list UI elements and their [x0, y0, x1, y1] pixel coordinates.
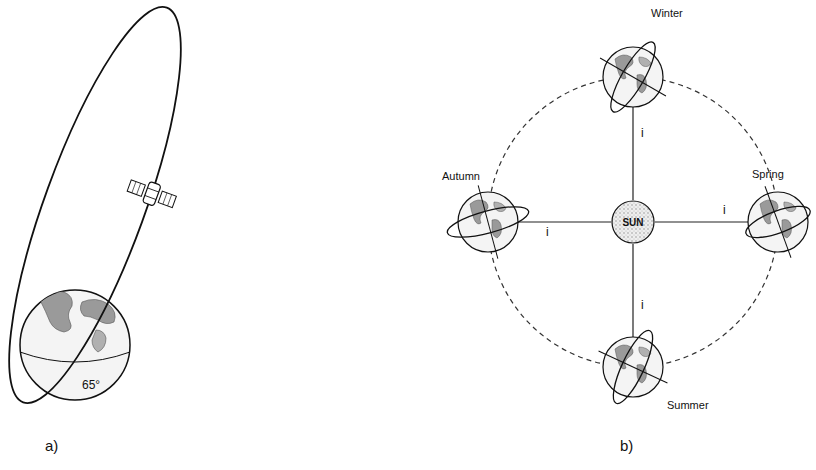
angle-label: 65°: [82, 378, 100, 392]
connector-line: [518, 221, 611, 222]
continent: [492, 220, 502, 238]
body-line: [145, 195, 156, 199]
orbit-group: [0, 0, 236, 427]
panel-line: [163, 193, 167, 204]
satellite-orbit: [742, 200, 813, 244]
panel-line: [132, 182, 136, 193]
continent: [92, 330, 106, 352]
figure-label: b): [620, 437, 633, 455]
globe-drawing: [603, 337, 663, 397]
globe-drawing: [748, 192, 808, 252]
panel-line: [137, 183, 141, 194]
earth-outline: [20, 290, 130, 400]
inclination-label: i: [641, 126, 644, 140]
satellite-orbit: [445, 201, 532, 244]
earth-globe: Winter: [603, 47, 663, 107]
season-label: Winter: [651, 7, 683, 20]
earth-globe: [20, 290, 130, 400]
rotation-axis: [600, 58, 666, 96]
connector-line: [632, 244, 633, 337]
orbit-ellipse: [0, 0, 214, 419]
sun-circle: SUN: [611, 200, 655, 244]
inclination-label: i: [641, 298, 644, 312]
globe-drawing: [603, 47, 663, 107]
figure-label: a): [45, 437, 58, 455]
continents: [760, 200, 796, 238]
solar-panel: [158, 191, 176, 207]
connector-line: [655, 221, 748, 222]
orbit-group: [580, 23, 686, 130]
continents: [20, 291, 130, 362]
earth-globe: Autumn: [458, 192, 518, 252]
satellite-body: [142, 181, 161, 206]
earth-globe: Summer: [603, 337, 663, 397]
sun-outline: [612, 201, 654, 243]
season-label: Spring: [752, 168, 784, 181]
satellite-orbit: [603, 37, 662, 117]
continent: [494, 202, 506, 212]
orbit-group: [438, 174, 539, 269]
continent: [40, 291, 72, 332]
globe-drawing: [458, 192, 518, 252]
inclination-label: i: [723, 203, 726, 217]
continents: [615, 55, 651, 93]
continent: [639, 57, 651, 67]
season-label: Summer: [667, 399, 709, 412]
rotation-axis: [599, 351, 668, 383]
body-line: [148, 188, 159, 192]
earth-orbit-dashed: [488, 77, 778, 367]
orbit-group: [733, 175, 816, 270]
rotation-axis: [478, 185, 498, 258]
earth-globe: Spring: [748, 192, 808, 252]
continents: [470, 200, 506, 238]
satellite: [125, 175, 178, 212]
connector-line: [632, 107, 633, 200]
continent: [80, 299, 115, 323]
sun-label: SUN: [622, 217, 643, 228]
satellite-orbit: [606, 326, 660, 408]
rotation-axis: [765, 186, 791, 257]
solar-panel: [127, 180, 145, 196]
continents: [615, 345, 651, 383]
panel-line: [168, 195, 172, 206]
inclination-label: i: [546, 225, 549, 239]
season-label: Autumn: [442, 170, 480, 183]
